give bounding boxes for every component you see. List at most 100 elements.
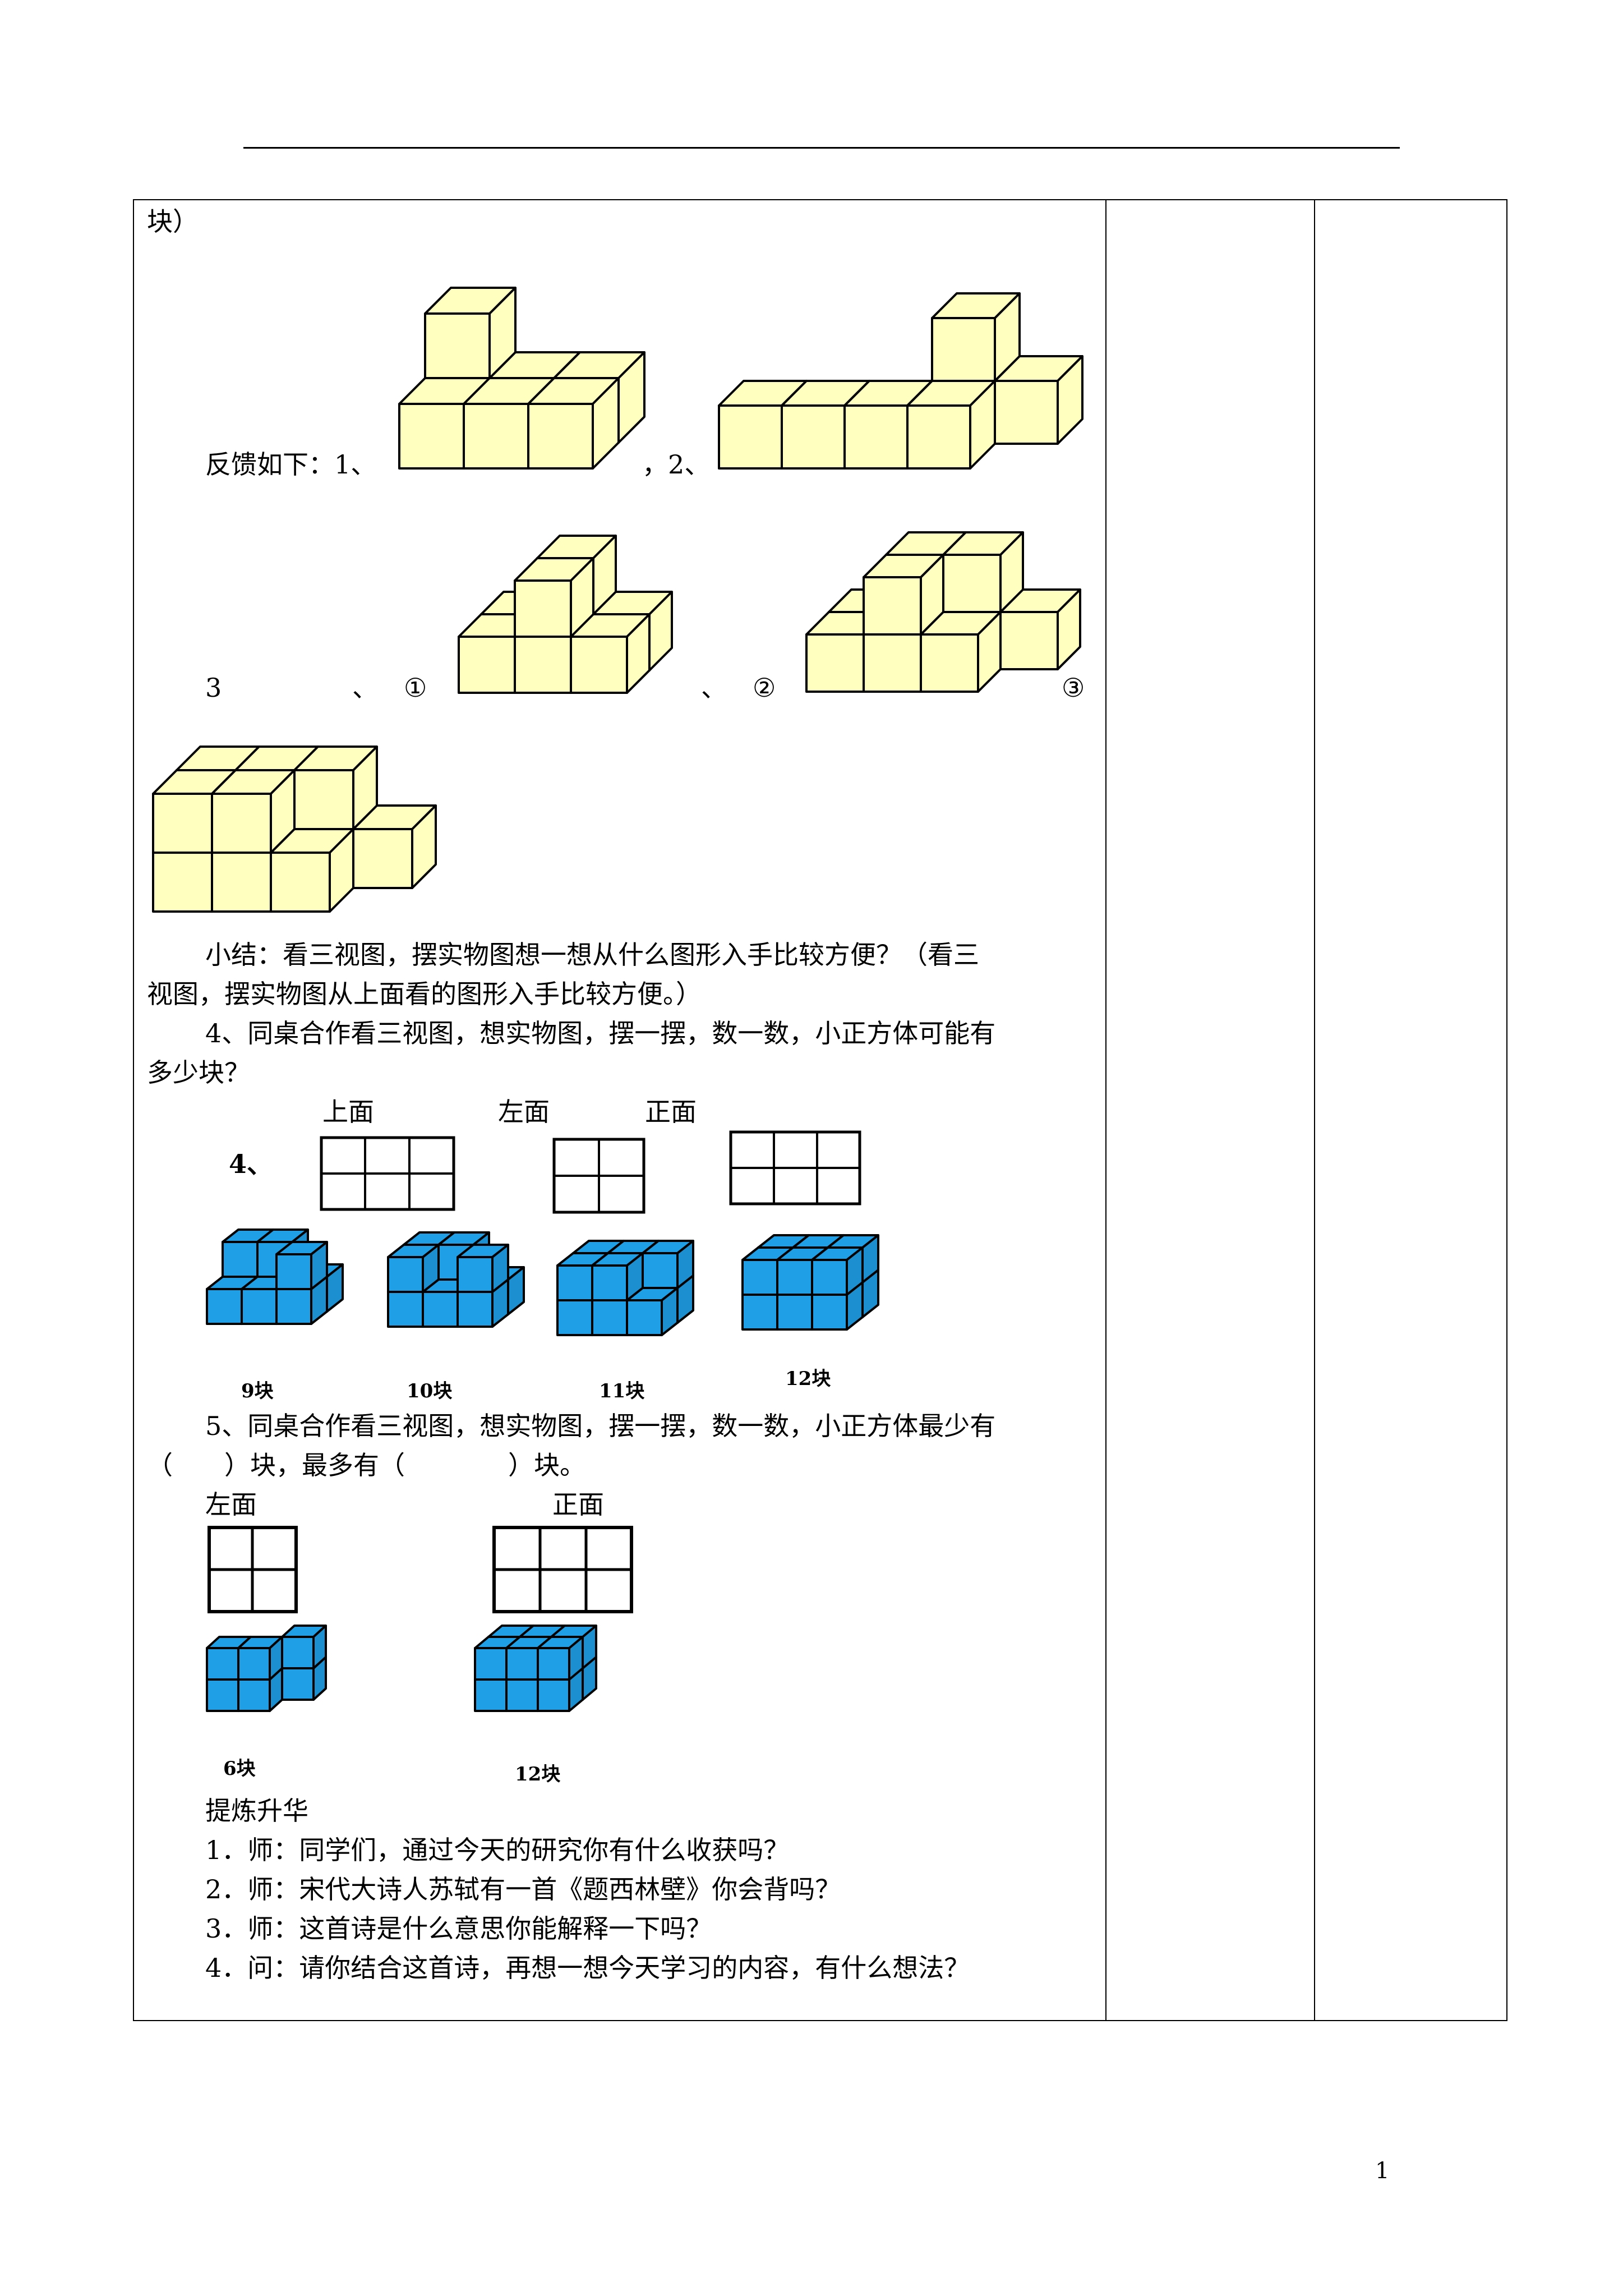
cube-face: [206, 1647, 239, 1681]
cube-face: [920, 633, 979, 693]
cube-face: [275, 1253, 312, 1290]
front-view-grid-2: [492, 1526, 633, 1613]
view-top-label: 上面: [322, 1097, 374, 1127]
cube-face: [906, 404, 971, 470]
cube-face: [206, 1288, 243, 1325]
left-view-grid-2: [208, 1526, 298, 1613]
cube-face: [741, 1259, 778, 1296]
cube-face: [152, 852, 213, 913]
cube-face: [863, 633, 922, 693]
question-2: 2．师：宋代大诗人苏轼有一首《题西林壁》你会背吗？: [205, 1874, 841, 1904]
cube-face: [570, 636, 628, 694]
cube-face: [387, 1291, 424, 1328]
cube-face: [424, 312, 491, 379]
cube-face: [999, 611, 1059, 670]
cube-face: [281, 1636, 315, 1669]
text-feedback: 反馈如下：1、: [205, 449, 377, 480]
cube-face: [422, 1291, 459, 1328]
yellow-figure-5: [152, 746, 437, 913]
cube-face: [811, 1259, 848, 1296]
count-12: 12块: [785, 1368, 831, 1390]
cube-face: [537, 1678, 570, 1712]
cube-face: [741, 1294, 778, 1331]
question-3: 3．师：这首诗是什么意思你能解释一下吗？: [205, 1913, 712, 1944]
cube-face: [591, 1264, 628, 1301]
lesson-table: [133, 199, 1507, 2021]
cube-face: [222, 1241, 259, 1278]
page-number: 1: [1375, 2158, 1390, 2184]
cube-face: [457, 1256, 494, 1293]
view-front2-label: 正面: [552, 1489, 604, 1520]
question-4: 4．问：请你结合这首诗，再想一想今天学习的内容，有什么想法？: [205, 1953, 970, 1983]
count-6: 6块: [223, 1757, 256, 1780]
left-view-grid: [552, 1138, 645, 1214]
refine-heading: 提炼升华: [205, 1796, 308, 1826]
cube-face: [811, 1294, 848, 1331]
cube-face: [474, 1647, 508, 1681]
cube-face: [527, 403, 594, 470]
top-view-grid: [320, 1136, 455, 1211]
cube-face: [270, 852, 331, 913]
blue-figure-12b: [474, 1625, 597, 1712]
text-dun1: 、: [352, 673, 378, 703]
text-num3: 3: [205, 673, 222, 703]
blue-figure-10: [387, 1231, 525, 1328]
cube-face: [514, 636, 572, 694]
yellow-figure-4: [805, 531, 1081, 693]
count-11: 11块: [599, 1380, 645, 1402]
cube-face: [152, 793, 213, 854]
cube-face: [505, 1678, 539, 1712]
cube-face: [994, 380, 1059, 445]
cube-face: [781, 404, 846, 470]
cube-face: [275, 1288, 312, 1325]
summary-line-2: 视图，摆实物图从上面看的图形入手比较方便。）: [147, 979, 702, 1009]
cube-face: [776, 1259, 813, 1296]
count-12b: 12块: [515, 1763, 561, 1786]
text-comma2: ，2、: [642, 449, 711, 480]
cube-face: [718, 404, 783, 470]
blue-figure-12: [741, 1234, 879, 1331]
cube-face: [642, 1252, 679, 1289]
yellow-figure-2: [718, 292, 1083, 470]
view-front-label: 正面: [645, 1097, 697, 1127]
cube-face: [514, 579, 572, 638]
cube-face: [942, 554, 1002, 613]
cube-face: [241, 1288, 278, 1325]
cube-face: [556, 1299, 593, 1336]
cube-face: [458, 636, 516, 694]
summary-line-1: 小结：看三视图，摆实物图想一想从什么图形入手比较方便？（看三: [205, 940, 979, 970]
text-circle1: ①: [404, 673, 427, 703]
blue-figure-6: [206, 1625, 327, 1712]
count-10: 10块: [407, 1380, 453, 1402]
text-dun2: 、: [701, 673, 727, 703]
cube-face: [776, 1294, 813, 1331]
cube-face: [474, 1678, 508, 1712]
cube-face: [505, 1647, 539, 1681]
cube-face: [237, 1678, 271, 1712]
cube-face: [537, 1647, 570, 1681]
text-kuai: 块）: [147, 206, 199, 237]
table-col-divider-2: [1314, 199, 1315, 2021]
blue-figure-11: [556, 1240, 694, 1336]
cube-face: [281, 1667, 315, 1701]
cube-face: [398, 403, 465, 470]
front-view-grid: [729, 1130, 861, 1205]
text-circle3: ③: [1062, 673, 1085, 703]
count-9: 9块: [241, 1380, 274, 1402]
cube-face: [293, 769, 354, 830]
cube-face: [206, 1678, 239, 1712]
view-left-label: 左面: [498, 1097, 550, 1127]
text-circle2: ②: [753, 673, 776, 703]
cube-face: [211, 793, 272, 854]
cube-face: [626, 1299, 663, 1336]
item4-line-1: 4、同桌合作看三视图，想实物图，摆一摆，数一数，小正方体可能有: [205, 1018, 996, 1048]
table-col-divider-1: [1105, 199, 1106, 2021]
header-rule: [243, 147, 1400, 149]
cube-face: [863, 576, 922, 636]
item4-line-2: 多少块？: [147, 1057, 250, 1088]
blue-figure-9: [206, 1228, 344, 1325]
cube-face: [457, 1291, 494, 1328]
cube-face: [237, 1647, 271, 1681]
yellow-figure-3: [458, 535, 673, 694]
item5-line-2: （ ）块，最多有（ ）块。: [147, 1450, 585, 1480]
